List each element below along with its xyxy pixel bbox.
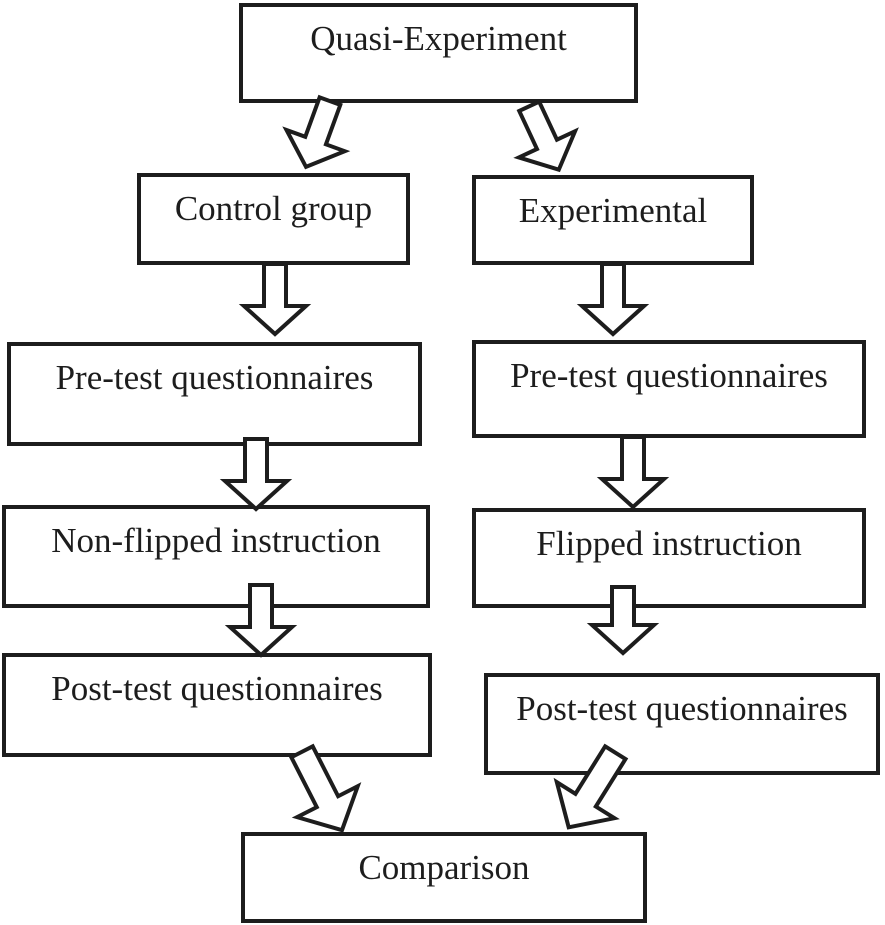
- node-pretest-experimental: Pre-test questionnaires: [472, 340, 866, 438]
- node-pretest-control-label: Pre-test questionnaires: [55, 358, 374, 397]
- down-arrow-icon: [219, 437, 293, 512]
- connector-quasi-to-control: [275, 88, 360, 179]
- node-comparison: Comparison: [241, 832, 647, 923]
- node-posttest-control: Post-test questionnaires: [2, 653, 432, 757]
- down-arrow-icon: [224, 583, 298, 658]
- node-experimental-group: Experimental: [472, 175, 754, 265]
- down-arrow-icon: [586, 585, 660, 656]
- connector-posttest-experimental-to-comparison: [538, 732, 646, 847]
- node-quasi-experiment: Quasi-Experiment: [239, 3, 638, 103]
- connector-experimental-to-pretest: [576, 262, 650, 337]
- connector-nonflipped-to-posttest: [224, 583, 298, 658]
- node-pretest-control: Pre-test questionnaires: [7, 342, 422, 446]
- node-flipped-instruction-label: Flipped instruction: [536, 524, 802, 563]
- node-control-group: Control group: [137, 173, 410, 265]
- node-experimental-group-label: Experimental: [518, 191, 708, 230]
- node-nonflipped-instruction-label: Non-flipped instruction: [51, 521, 381, 560]
- connector-pretest-to-nonflipped: [219, 437, 293, 512]
- diagonal-down-left-arrow-icon: [553, 743, 629, 830]
- down-arrow-icon: [238, 262, 312, 337]
- diagonal-down-right-arrow-icon: [513, 98, 579, 173]
- node-posttest-experimental: Post-test questionnaires: [484, 673, 880, 775]
- node-pretest-experimental-label: Pre-test questionnaires: [510, 356, 828, 395]
- node-comparison-label: Comparison: [358, 848, 530, 887]
- node-quasi-experiment-label: Quasi-Experiment: [310, 19, 567, 58]
- connector-pretest-to-flipped: [596, 435, 670, 510]
- down-arrow-icon: [576, 262, 650, 337]
- connector-posttest-control-to-comparison: [270, 734, 374, 848]
- node-posttest-experimental-label: Post-test questionnaires: [516, 689, 848, 728]
- diagonal-down-right-arrow-icon: [288, 743, 362, 833]
- connector-control-to-pretest: [238, 262, 312, 337]
- down-arrow-icon: [596, 435, 670, 510]
- connector-flipped-to-posttest: [586, 585, 660, 656]
- node-posttest-control-label: Post-test questionnaires: [51, 669, 383, 708]
- node-nonflipped-instruction: Non-flipped instruction: [2, 505, 430, 608]
- node-control-group-label: Control group: [174, 189, 373, 228]
- node-flipped-instruction: Flipped instruction: [472, 508, 866, 608]
- diagonal-down-left-arrow-icon: [282, 94, 351, 170]
- connector-quasi-to-experimental: [499, 91, 588, 185]
